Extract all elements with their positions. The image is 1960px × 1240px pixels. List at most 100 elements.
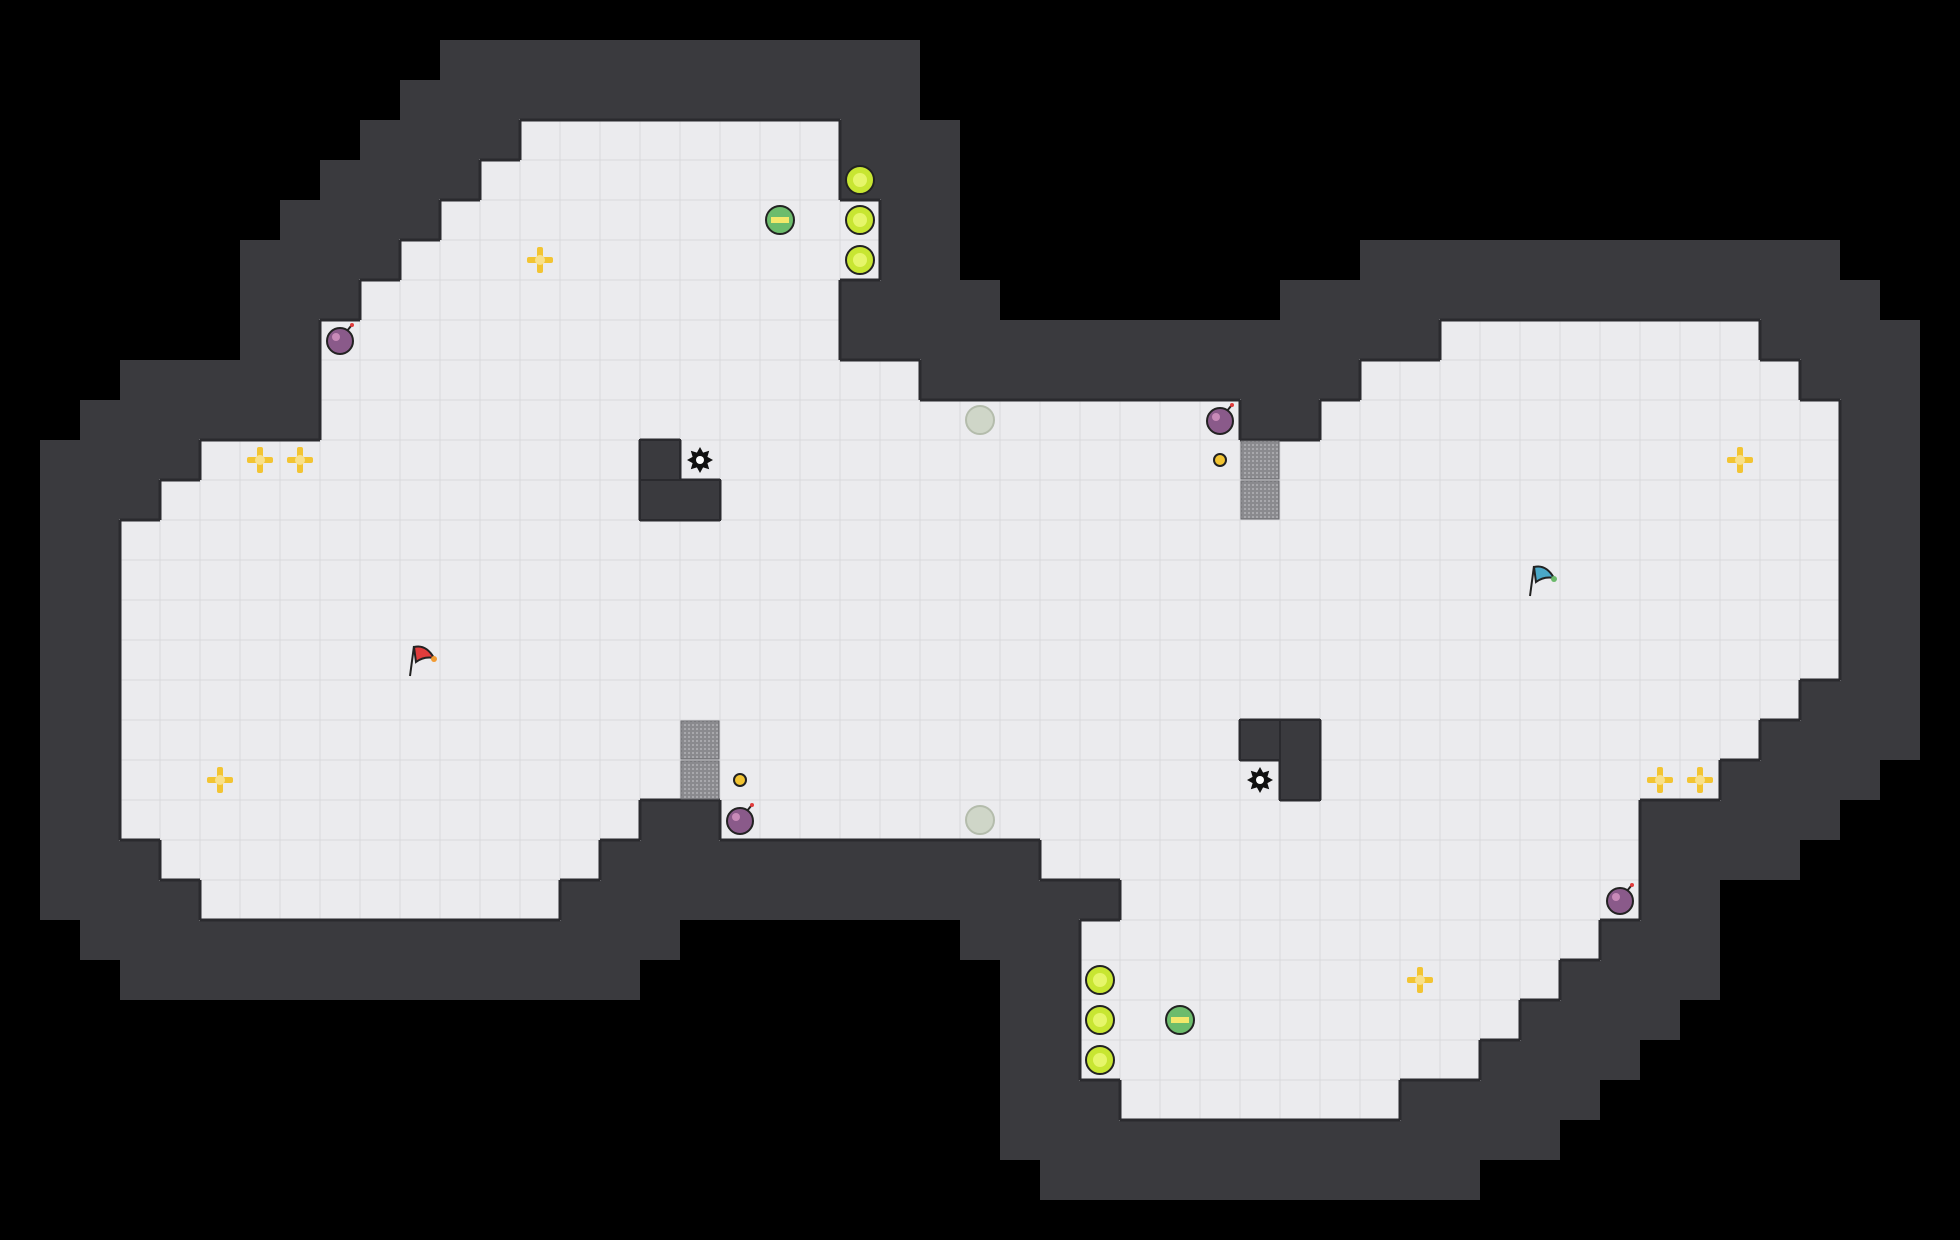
speed-pad-icon[interactable] xyxy=(845,205,875,235)
portal-icon[interactable] xyxy=(965,805,995,835)
floor-tile[interactable] xyxy=(479,759,521,801)
floor-tile[interactable] xyxy=(999,679,1041,721)
floor-tile[interactable] xyxy=(959,439,1001,481)
floor-tile[interactable] xyxy=(1319,559,1361,601)
floor-tile[interactable] xyxy=(1159,519,1201,561)
floor-tile[interactable] xyxy=(599,319,641,361)
floor-tile[interactable] xyxy=(519,519,561,561)
floor-tile[interactable] xyxy=(399,719,441,761)
floor-tile[interactable] xyxy=(1279,519,1321,561)
powerup-icon[interactable] xyxy=(1165,1005,1195,1035)
floor-tile[interactable] xyxy=(1319,519,1361,561)
floor-tile[interactable] xyxy=(1239,639,1281,681)
floor-tile[interactable] xyxy=(1319,799,1361,841)
floor-tile[interactable] xyxy=(1399,639,1441,681)
floor-tile[interactable] xyxy=(879,519,921,561)
floor-tile[interactable] xyxy=(359,839,401,881)
floor-tile[interactable] xyxy=(559,319,601,361)
floor-tile[interactable] xyxy=(359,359,401,401)
floor-tile[interactable] xyxy=(959,599,1001,641)
floor-tile[interactable] xyxy=(999,799,1041,841)
floor-tile[interactable] xyxy=(479,879,521,921)
floor-tile[interactable] xyxy=(479,359,521,401)
floor-tile[interactable] xyxy=(1319,959,1361,1001)
floor-tile[interactable] xyxy=(1559,639,1601,681)
gate-tile[interactable] xyxy=(1240,440,1280,480)
floor-tile[interactable] xyxy=(479,399,521,441)
floor-tile[interactable] xyxy=(1319,1079,1361,1121)
floor-tile[interactable] xyxy=(519,759,561,801)
floor-tile[interactable] xyxy=(439,599,481,641)
floor-tile[interactable] xyxy=(959,679,1001,721)
floor-tile[interactable] xyxy=(799,799,841,841)
floor-tile[interactable] xyxy=(359,679,401,721)
floor-tile[interactable] xyxy=(1519,719,1561,761)
floor-tile[interactable] xyxy=(399,479,441,521)
floor-tile[interactable] xyxy=(199,679,241,721)
floor-tile[interactable] xyxy=(1559,719,1601,761)
floor-tile[interactable] xyxy=(919,399,961,441)
floor-tile[interactable] xyxy=(1639,439,1681,481)
floor-tile[interactable] xyxy=(799,239,841,281)
floor-tile[interactable] xyxy=(1479,959,1521,1001)
floor-tile[interactable] xyxy=(1359,559,1401,601)
floor-tile[interactable] xyxy=(879,639,921,681)
floor-tile[interactable] xyxy=(639,359,681,401)
floor-tile[interactable] xyxy=(1239,799,1281,841)
gate-tile[interactable] xyxy=(1240,480,1280,520)
floor-tile[interactable] xyxy=(1439,599,1481,641)
speed-pad-icon[interactable] xyxy=(1085,1005,1115,1035)
floor-tile[interactable] xyxy=(1759,439,1801,481)
floor-tile[interactable] xyxy=(479,199,521,241)
floor-tile[interactable] xyxy=(1639,519,1681,561)
floor-tile[interactable] xyxy=(519,399,561,441)
floor-tile[interactable] xyxy=(399,399,441,441)
floor-tile[interactable] xyxy=(1439,919,1481,961)
floor-tile[interactable] xyxy=(1359,1079,1401,1121)
floor-tile[interactable] xyxy=(279,799,321,841)
floor-tile[interactable] xyxy=(199,839,241,881)
floor-tile[interactable] xyxy=(879,439,921,481)
floor-tile[interactable] xyxy=(519,159,561,201)
floor-tile[interactable] xyxy=(839,359,881,401)
floor-tile[interactable] xyxy=(519,199,561,241)
floor-tile[interactable] xyxy=(1119,639,1161,681)
floor-tile[interactable] xyxy=(999,439,1041,481)
floor-tile[interactable] xyxy=(1559,359,1601,401)
floor-tile[interactable] xyxy=(759,759,801,801)
floor-tile[interactable] xyxy=(1039,679,1081,721)
floor-tile[interactable] xyxy=(559,839,601,881)
floor-tile[interactable] xyxy=(1519,599,1561,641)
floor-tile[interactable] xyxy=(1079,839,1121,881)
floor-tile[interactable] xyxy=(1479,399,1521,441)
powerup-icon[interactable] xyxy=(765,205,795,235)
floor-tile[interactable] xyxy=(599,799,641,841)
floor-tile[interactable] xyxy=(839,399,881,441)
floor-tile[interactable] xyxy=(799,199,841,241)
floor-tile[interactable] xyxy=(319,439,361,481)
floor-tile[interactable] xyxy=(1279,839,1321,881)
floor-tile[interactable] xyxy=(1479,839,1521,881)
floor-tile[interactable] xyxy=(519,879,561,921)
floor-tile[interactable] xyxy=(479,719,521,761)
floor-tile[interactable] xyxy=(1439,399,1481,441)
floor-tile[interactable] xyxy=(479,799,521,841)
floor-tile[interactable] xyxy=(1159,719,1201,761)
boost-icon[interactable] xyxy=(1727,447,1753,473)
floor-tile[interactable] xyxy=(119,719,161,761)
floor-tile[interactable] xyxy=(319,879,361,921)
floor-tile[interactable] xyxy=(759,479,801,521)
floor-tile[interactable] xyxy=(799,519,841,561)
floor-tile[interactable] xyxy=(1039,479,1081,521)
floor-tile[interactable] xyxy=(479,439,521,481)
floor-tile[interactable] xyxy=(1559,479,1601,521)
floor-tile[interactable] xyxy=(599,119,641,161)
floor-tile[interactable] xyxy=(1319,879,1361,921)
floor-tile[interactable] xyxy=(1239,959,1281,1001)
floor-tile[interactable] xyxy=(1359,959,1401,1001)
floor-tile[interactable] xyxy=(519,119,561,161)
floor-tile[interactable] xyxy=(1639,679,1681,721)
floor-tile[interactable] xyxy=(1799,519,1841,561)
floor-tile[interactable] xyxy=(479,839,521,881)
floor-tile[interactable] xyxy=(1079,599,1121,641)
